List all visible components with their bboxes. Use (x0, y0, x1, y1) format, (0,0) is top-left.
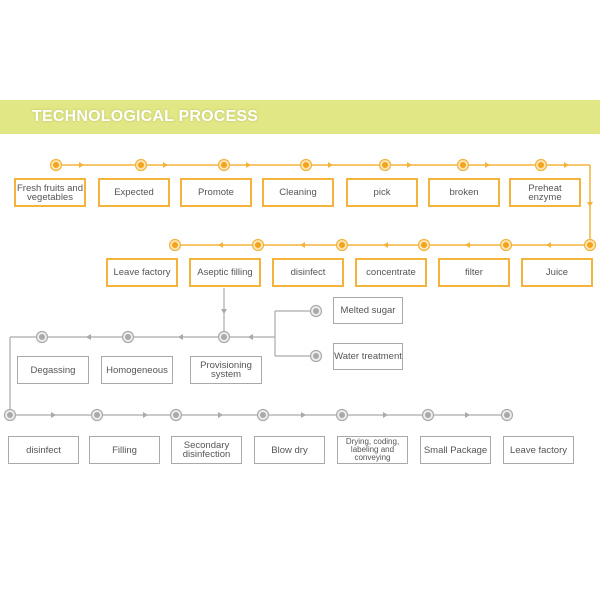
flow-arrow-icon (485, 162, 490, 168)
step-box: broken (428, 178, 500, 207)
flow-arrow-icon (465, 242, 470, 248)
gray-node-dot (169, 408, 183, 422)
orange-node-dot (49, 158, 63, 172)
flow-arrow-icon (79, 162, 84, 168)
flow-arrow-icon (218, 242, 223, 248)
step-box: Degassing (17, 356, 89, 384)
step-box: Leave factory (106, 258, 178, 287)
gray-node-dot (3, 408, 17, 422)
step-box: Aseptic filling (189, 258, 261, 287)
step-box: Drying, coding, labeling and conveying (337, 436, 408, 464)
gray-node-dot (121, 330, 135, 344)
orange-node-dot (335, 238, 349, 252)
gray-node-dot (256, 408, 270, 422)
flow-arrow-icon (587, 202, 593, 207)
flow-arrows (51, 162, 593, 418)
flow-arrow-icon (246, 162, 251, 168)
flow-arrow-icon (465, 412, 470, 418)
step-box: Leave factory (503, 436, 574, 464)
gray-node-dot (90, 408, 104, 422)
orange-node-dot (251, 238, 265, 252)
flow-arrow-icon (546, 242, 551, 248)
flow-arrow-icon (300, 242, 305, 248)
gray-node-dot (335, 408, 349, 422)
orange-node-dot (499, 238, 513, 252)
step-box: disinfect (272, 258, 344, 287)
flow-arrow-icon (301, 412, 306, 418)
step-box: pick (346, 178, 418, 207)
flow-arrow-icon (178, 334, 183, 340)
orange-node-dot (299, 158, 313, 172)
step-box: Juice (521, 258, 593, 287)
gray-node-dot (500, 408, 514, 422)
flow-arrow-icon (248, 334, 253, 340)
input-box: Melted sugar (333, 297, 403, 324)
step-box: disinfect (8, 436, 79, 464)
orange-node-dot (217, 158, 231, 172)
gray-node-dot (35, 330, 49, 344)
orange-node-dot (456, 158, 470, 172)
step-box: concentrate (355, 258, 427, 287)
input-box: Water treatment (333, 343, 403, 370)
flow-arrow-icon (86, 334, 91, 340)
step-box: Preheat enzyme (509, 178, 581, 207)
orange-node-dot (417, 238, 431, 252)
flow-arrow-icon (218, 412, 223, 418)
orange-node-dot (534, 158, 548, 172)
orange-node-dot (583, 238, 597, 252)
gray-node-dot (217, 330, 231, 344)
step-box: Blow dry (254, 436, 325, 464)
step-box: Homogeneous (101, 356, 173, 384)
flow-arrow-icon (407, 162, 412, 168)
gray-node-dot (421, 408, 435, 422)
flow-arrow-icon (143, 412, 148, 418)
flow-dots (3, 158, 597, 422)
flow-arrow-icon (383, 412, 388, 418)
orange-node-dot (378, 158, 392, 172)
step-box: Cleaning (262, 178, 334, 207)
gray-node-dot (309, 349, 323, 363)
step-box: Provisioning system (190, 356, 262, 384)
step-box: Fresh fruits and vegetables (14, 178, 86, 207)
gray-lines (9, 288, 507, 416)
step-box: Secondary disinfection (171, 436, 242, 464)
step-box: Promote (180, 178, 252, 207)
flow-arrow-icon (564, 162, 569, 168)
orange-node-dot (134, 158, 148, 172)
orange-node-dot (168, 238, 182, 252)
flow-arrow-icon (221, 309, 227, 314)
flow-arrow-icon (328, 162, 333, 168)
step-box: Small Package (420, 436, 491, 464)
step-box: Expected (98, 178, 170, 207)
flow-arrow-icon (163, 162, 168, 168)
flow-arrow-icon (51, 412, 56, 418)
header-banner: TECHNOLOGICAL PROCESS (0, 100, 600, 134)
step-box: Filling (89, 436, 160, 464)
step-box: filter (438, 258, 510, 287)
gray-node-dot (309, 304, 323, 318)
flow-arrow-icon (383, 242, 388, 248)
page-title: TECHNOLOGICAL PROCESS (32, 108, 259, 125)
